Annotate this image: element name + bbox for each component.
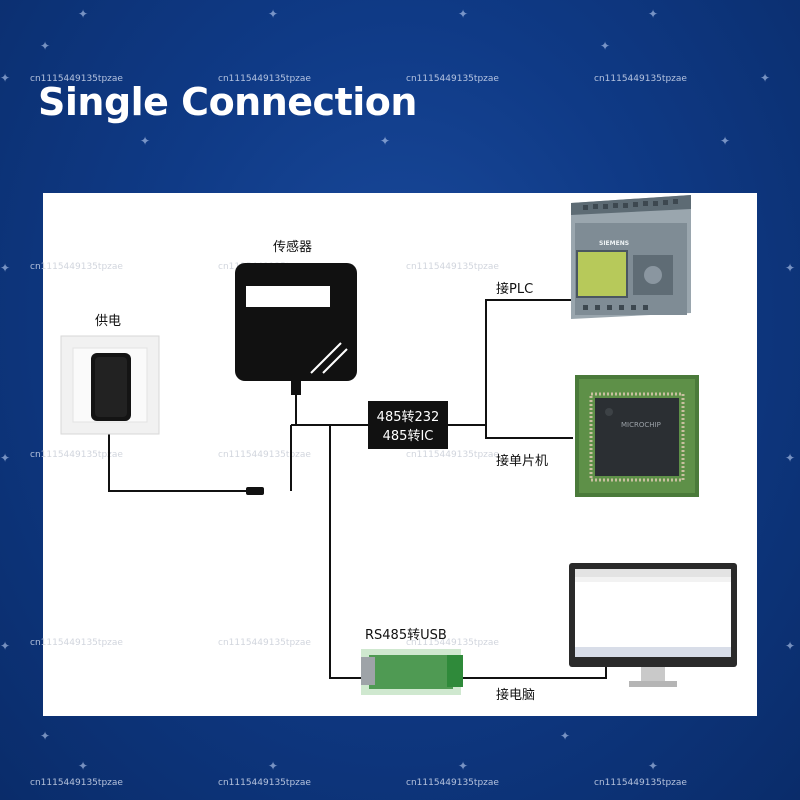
sparkle-decoration: ✦ bbox=[78, 7, 89, 21]
sparkle-decoration: ✦ bbox=[458, 759, 469, 773]
watermark-text: cn1115449135tpzae bbox=[30, 778, 123, 788]
plc-connection-line bbox=[485, 299, 573, 425]
power-cable bbox=[108, 425, 248, 492]
mcu-board bbox=[575, 375, 699, 497]
sparkle-decoration: ✦ bbox=[0, 261, 11, 275]
watermark-text: cn1115449135tpzae bbox=[406, 74, 499, 84]
sparkle-decoration: ✦ bbox=[0, 451, 11, 465]
power-socket bbox=[60, 335, 160, 435]
sparkle-decoration: ✦ bbox=[560, 729, 571, 743]
converter-label-line1: 485转232 bbox=[377, 410, 440, 425]
watermark-text: cn1115449135tpzae bbox=[218, 778, 311, 788]
watermark-text: cn1115449135tpzae bbox=[594, 778, 687, 788]
sparkle-decoration: ✦ bbox=[140, 134, 151, 148]
usb-converter-label: RS485转USB bbox=[365, 628, 447, 643]
computer-label: 接电脑 bbox=[496, 687, 535, 703]
sparkle-decoration: ✦ bbox=[458, 7, 469, 21]
sparkle-decoration: ✦ bbox=[648, 7, 659, 21]
plc-label: 接PLC bbox=[496, 281, 533, 297]
watermark-text-faint: cn1115449135tpzae bbox=[43, 638, 123, 648]
protocol-converter-box bbox=[368, 401, 448, 449]
watermark-text: cn1115449135tpzae bbox=[406, 778, 499, 788]
watermark-text-faint: cn1115449135tpzae bbox=[406, 262, 499, 272]
sparkle-decoration: ✦ bbox=[0, 71, 11, 85]
plc-device bbox=[571, 195, 691, 319]
sensor-device bbox=[235, 263, 357, 395]
watermark-text: cn1115449135tpzae bbox=[30, 74, 123, 84]
connection-diagram: cn1115449135tpzae cn1115449135tpzae cn11… bbox=[30, 195, 737, 703]
sparkle-decoration: ✦ bbox=[268, 759, 279, 773]
sparkle-decoration: ✦ bbox=[0, 639, 11, 653]
sparkle-decoration: ✦ bbox=[78, 759, 89, 773]
sparkle-decoration: ✦ bbox=[720, 134, 731, 148]
sensor-label: 传感器 bbox=[273, 239, 312, 255]
sparkle-decoration: ✦ bbox=[380, 134, 391, 148]
sparkle-decoration: ✦ bbox=[40, 729, 51, 743]
watermark-text: cn1115449135tpzae bbox=[594, 74, 687, 84]
watermark-text-faint: cn1115449135tpzae bbox=[406, 450, 499, 460]
watermark-text-faint: cn1115449135tpzae bbox=[43, 450, 123, 460]
computer-monitor bbox=[569, 563, 737, 687]
mcu-label: 接单片机 bbox=[496, 453, 548, 469]
plc-brand-text: SIEMENS bbox=[599, 240, 629, 247]
power-plug-tip bbox=[246, 487, 264, 495]
watermark-text-faint: cn1115449135tpzae bbox=[406, 638, 499, 648]
mcu-connection-line bbox=[485, 425, 573, 439]
sparkle-decoration: ✦ bbox=[785, 639, 796, 653]
watermark-text: cn1115449135tpzae bbox=[218, 74, 311, 84]
usb-connection-line bbox=[329, 425, 361, 679]
sparkle-decoration: ✦ bbox=[785, 261, 796, 275]
watermark-text-faint: cn1115449135tpzae bbox=[218, 450, 311, 460]
sparkle-decoration: ✦ bbox=[785, 451, 796, 465]
power-label: 供电 bbox=[95, 314, 121, 329]
sparkle-decoration: ✦ bbox=[268, 7, 279, 21]
watermark-text-faint: cn1115449135tpzae bbox=[43, 262, 123, 272]
diagram-panel: cn1115449135tpzae cn1115449135tpzae cn11… bbox=[30, 193, 757, 716]
converter-label-line2: 485转IC bbox=[383, 429, 434, 444]
chip-brand-text: MICROCHIP bbox=[621, 421, 661, 429]
sparkle-decoration: ✦ bbox=[600, 39, 611, 53]
sparkle-decoration: ✦ bbox=[648, 759, 659, 773]
page-title: Single Connection bbox=[38, 80, 417, 124]
sparkle-decoration: ✦ bbox=[40, 39, 51, 53]
usb-converter-device bbox=[361, 649, 463, 695]
watermark-text-faint: cn1115449135tpzae bbox=[218, 638, 311, 648]
sparkle-decoration: ✦ bbox=[760, 71, 771, 85]
